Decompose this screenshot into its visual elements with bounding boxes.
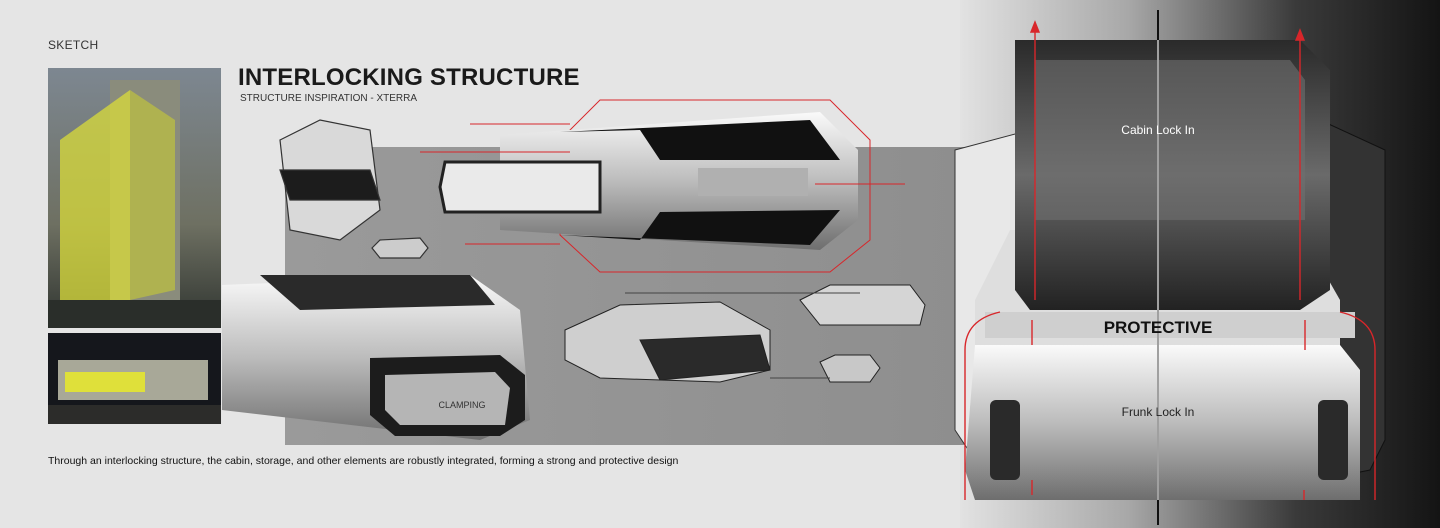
frunk-lock-label: Frunk Lock In: [1122, 405, 1195, 419]
clamping-sketch: [222, 275, 530, 440]
clamping-label: CLAMPING: [438, 400, 485, 410]
interlock-sketch-top: [420, 99, 905, 273]
module-sketches: [564, 284, 926, 383]
page-title: INTERLOCKING STRUCTURE: [238, 64, 580, 91]
inspiration-photo-building: [48, 68, 221, 328]
protective-label: PROTECTIVE: [1104, 318, 1213, 337]
cube-sketch: [279, 119, 429, 259]
section-label: SKETCH: [48, 38, 99, 52]
vehicle-top-view: [954, 10, 1386, 525]
page-subtitle: STRUCTURE INSPIRATION - XTERRA: [240, 93, 418, 104]
inspiration-photo-night: [48, 333, 221, 424]
cabin-lock-label: Cabin Lock In: [1121, 123, 1194, 137]
description-caption: Through an interlocking structure, the c…: [48, 455, 679, 467]
